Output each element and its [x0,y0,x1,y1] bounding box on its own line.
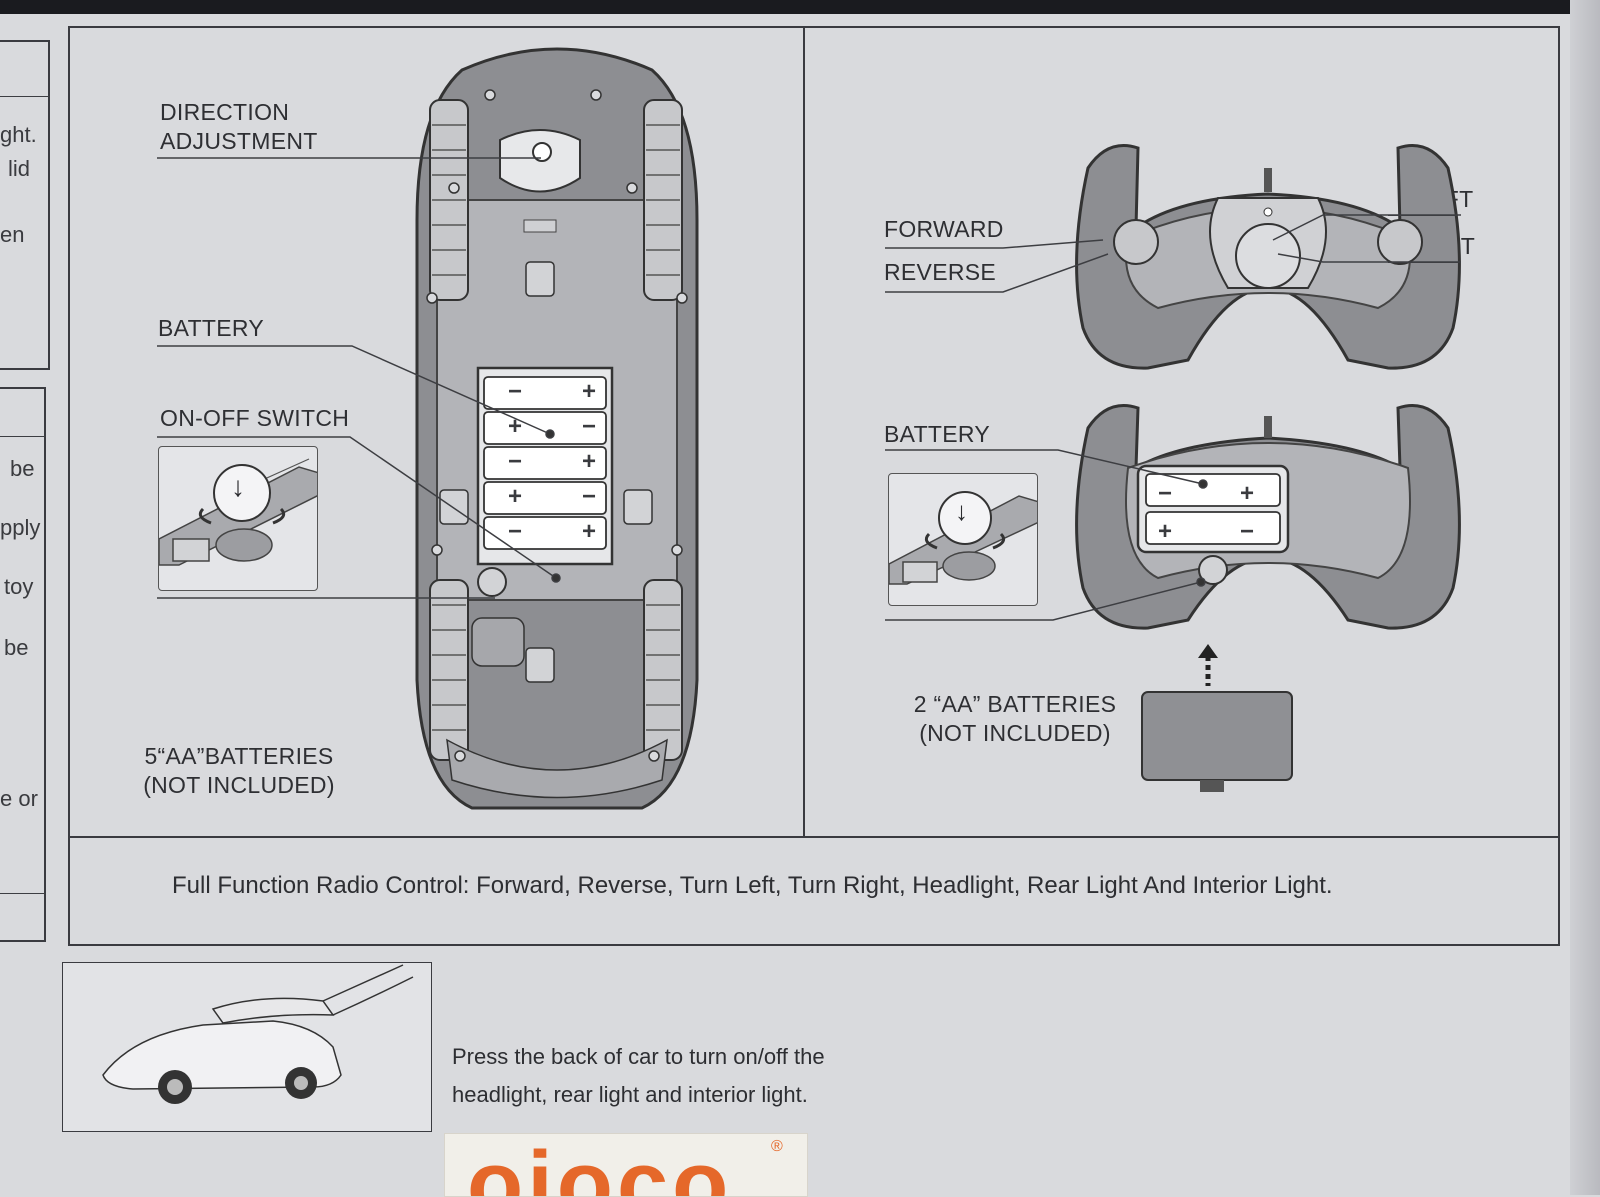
right-page-edge [1570,0,1600,1195]
label-underline [1388,215,1458,216]
battery-minus-sign: − [1240,518,1255,545]
left-truncated-divider [0,96,50,97]
panel-divider-horizontal [70,836,1558,838]
battery-plus-sign: + [1158,518,1173,545]
left-text-fragment: ght. [0,122,37,147]
battery-plus-sign: + [508,483,523,510]
battery-plus-sign: + [582,378,597,405]
main-diagram-frame [68,26,1560,946]
battery-minus-sign: − [1158,480,1173,507]
left-text-fragment: e or [0,786,38,811]
remote-leader-lines [885,214,1461,621]
left-truncated-divider [0,436,46,437]
press-back-instruction: Press the back of car to turn on/off the… [452,1044,825,1107]
battery-minus-sign: − [508,518,523,545]
left-text-fragment: pply [0,515,41,540]
brand-logo: oioco ® [444,1133,808,1197]
remote-back-drawing [1075,404,1461,630]
left-truncated-frame-top [0,40,50,370]
car-underside-drawing [415,47,699,810]
brand-logo-text: oioco [467,1133,733,1197]
press-back-illustration-frame [62,962,432,1132]
battery-plus-sign: + [1240,480,1255,507]
switch-detail-drawing [889,491,1037,585]
on-off-switch-label: ON-OFF SWITCH [160,405,350,431]
top-dark-edge [0,0,1600,14]
reverse-label: REVERSE [884,259,997,285]
feature-description: Full Function Radio Control: Forward, Re… [172,872,1333,899]
battery-plus-sign: + [582,448,597,475]
left-text-fragment: be [4,635,29,660]
switch-detail-drawing [159,458,317,566]
left-truncated-divider [0,893,46,894]
left-truncated-frame-bottom [0,387,46,942]
registered-mark: ® [771,1138,783,1155]
battery-minus-sign: − [582,413,597,440]
left-text-fragment: lid [8,156,31,181]
left-text-fragment: en [0,222,25,247]
switch-arrow-icon: ↓ [955,496,968,526]
remote-front-drawing [1075,144,1461,370]
label-underline [1388,262,1458,263]
left-text-fragment: be [10,456,35,481]
remote-battery-label: BATTERY [884,421,991,447]
battery-minus-sign: − [582,483,597,510]
remote-batteries-note: 2 “AA” BATTERIES (NOT INCLUDED) [913,691,1117,746]
battery-minus-sign: − [508,448,523,475]
battery-box-drawing [1141,644,1293,792]
left-text-fragment: toy [4,574,34,599]
switch-arrow-icon: ↓ [231,471,245,502]
car-batteries-note: 5“AA”BATTERIES (NOT INCLUDED) [143,743,335,798]
car-press-illustration [102,964,414,1104]
battery-plus-sign: + [582,518,597,545]
direction-adjustment-label: DIRECTION ADJUSTMENT [160,99,318,154]
panel-divider-vertical [803,28,805,836]
car-switch-inset: ↓ [158,446,318,591]
remote-switch-inset: ↓ [888,473,1038,606]
battery-minus-sign: − [508,378,523,405]
car-battery-label: BATTERY [158,315,265,341]
forward-label: FORWARD [884,216,1004,242]
car-leader-lines [157,157,561,599]
